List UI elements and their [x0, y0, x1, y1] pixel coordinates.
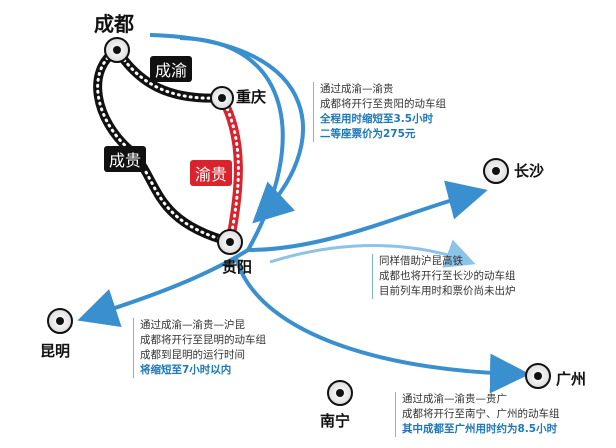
city-chengdu: 成都 [94, 12, 134, 36]
city-changsha: 长沙 [514, 162, 545, 180]
route-to-changsha [179, 36, 488, 253]
city-nanning: 南宁 [320, 412, 351, 430]
station-kunming-dot [47, 308, 73, 334]
note-guiyang-route: 通过成渝—渝贵 成都将开行至贵阳的动车组 全程用时缩短至3.5小时 二等座票价为… [313, 82, 446, 142]
station-changsha-dot [483, 158, 509, 184]
note-guiyang-line4: 二等座票价为275元 [320, 128, 416, 140]
route-to-guangzhou [234, 257, 530, 394]
station-chengdu-dot [104, 37, 130, 63]
note-kunming-line4: 将缩短至7小时以内 [140, 364, 232, 376]
route-to-changsha-light [269, 239, 476, 268]
note-guiyang-line1: 通过成渝—渝贵 [320, 83, 394, 95]
note-changsha-line1: 同样借助沪昆高铁 [379, 255, 463, 267]
note-kunming-line1: 通过成渝—渝贵—沪昆 [140, 319, 245, 331]
station-chongqing-dot [210, 86, 234, 110]
station-guangzhou-dot [525, 363, 551, 389]
note-changsha-line2: 成都也将开行至长沙的动车组 [379, 270, 516, 282]
note-guangzhou-line3: 其中成都至广州用时约为8.5小时 [402, 423, 558, 435]
note-guiyang-line2: 成都将开行至贵阳的动车组 [320, 98, 446, 110]
note-kunming-line2: 成都将开行至昆明的动车组 [140, 334, 266, 346]
note-kunming-route: 通过成渝—渝贵—沪昆 成都将开行至昆明的动车组 成都到昆明的运行时间 将缩短至7… [133, 318, 266, 378]
note-changsha-route: 同样借助沪昆高铁 成都也将开行至长沙的动车组 目前列车用时和票价尚未出炉 [372, 254, 516, 299]
note-guiyang-line3: 全程用时缩短至3.5小时 [320, 113, 434, 125]
city-guiyang: 贵阳 [222, 258, 253, 276]
route-to-kunming [77, 248, 250, 328]
city-guangzhou: 广州 [556, 370, 587, 388]
line-label-yugui: 渝贵 [190, 160, 233, 186]
city-chongqing: 重庆 [236, 88, 267, 106]
note-changsha-line3: 目前列车用时和票价尚未出炉 [379, 285, 516, 297]
station-guiyang-dot [217, 229, 243, 255]
note-guangzhou-route: 通过成渝—渝贵—贵广 成都将开行至南宁、广州的动车组 其中成都至广州用时约为8.… [395, 392, 560, 437]
line-label-chengyu: 成渝 [150, 56, 193, 82]
city-kunming: 昆明 [40, 342, 71, 360]
station-nanning-dot [327, 380, 353, 406]
line-label-chenggui: 成贵 [104, 146, 147, 172]
note-guangzhou-line2: 成都将开行至南宁、广州的动车组 [402, 408, 560, 420]
note-kunming-line3: 成都到昆明的运行时间 [140, 349, 245, 361]
note-guangzhou-line1: 通过成渝—渝贵—贵广 [402, 393, 507, 405]
